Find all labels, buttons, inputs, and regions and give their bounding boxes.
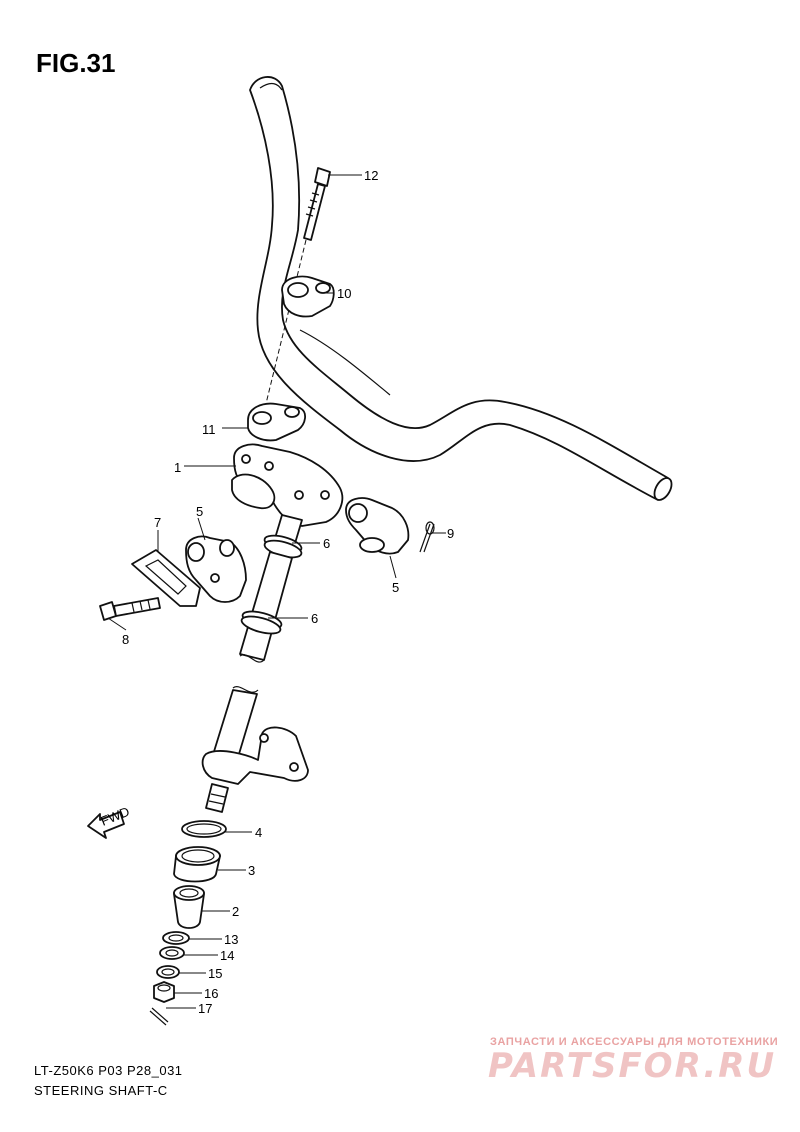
callout-leaders [107, 174, 446, 1009]
cotter-pin-9 [419, 521, 435, 553]
cotter-pin-17 [149, 1007, 169, 1026]
o-ring-4 [181, 820, 227, 838]
callout-10: 10 [337, 286, 351, 301]
bushing-2 [173, 885, 205, 929]
nut-16 [153, 981, 175, 1003]
callout-7: 7 [154, 515, 161, 530]
plate-7 [131, 549, 201, 607]
callout-4: 4 [255, 825, 262, 840]
figure-name: STEERING SHAFT-C [34, 1083, 168, 1098]
lower-clamp-11 [247, 402, 306, 442]
bearing-housing-3 [173, 846, 221, 883]
washer-13 [162, 931, 190, 945]
watermark-tagline: ЗАПЧАСТИ И АКСЕССУАРЫ ДЛЯ МОТОТЕХНИКИ [490, 1036, 779, 1048]
callout-14: 14 [220, 948, 234, 963]
callout-5b: 5 [392, 580, 399, 595]
callout-16: 16 [204, 986, 218, 1001]
figure-title: FIG.31 [36, 48, 116, 78]
callout-12: 12 [364, 168, 378, 183]
callout-6b: 6 [311, 611, 318, 626]
callout-17: 17 [198, 1001, 212, 1016]
watermark-brand: PARTSFOR.RU [488, 1046, 777, 1086]
bolt-8 [99, 597, 161, 621]
callout-13: 13 [224, 932, 238, 947]
callout-2: 2 [232, 904, 239, 919]
steering-shaft [201, 514, 309, 813]
bolt-12 [261, 167, 331, 421]
callout-9: 9 [447, 526, 454, 541]
callout-8: 8 [122, 632, 129, 647]
washer-15 [156, 965, 180, 979]
callout-3: 3 [248, 863, 255, 878]
callout-numbers: 12 10 11 1 5 7 6 6 8 9 5 4 3 2 13 14 15 … [122, 168, 454, 1016]
figure-code: LT-Z50K6 P03 P28_031 [34, 1063, 183, 1078]
upper-clamp-10 [281, 275, 335, 318]
handlebar-plate-1 [231, 443, 344, 527]
callout-15: 15 [208, 966, 222, 981]
callout-5a: 5 [196, 504, 203, 519]
fwd-arrow-icon: FWD [87, 804, 132, 839]
washer-14 [159, 946, 185, 960]
handlebar [249, 76, 673, 501]
callout-1: 1 [174, 460, 181, 475]
holder-5-left [185, 535, 247, 603]
holder-5-right [345, 497, 410, 555]
callout-6a: 6 [323, 536, 330, 551]
callout-11: 11 [202, 422, 216, 437]
